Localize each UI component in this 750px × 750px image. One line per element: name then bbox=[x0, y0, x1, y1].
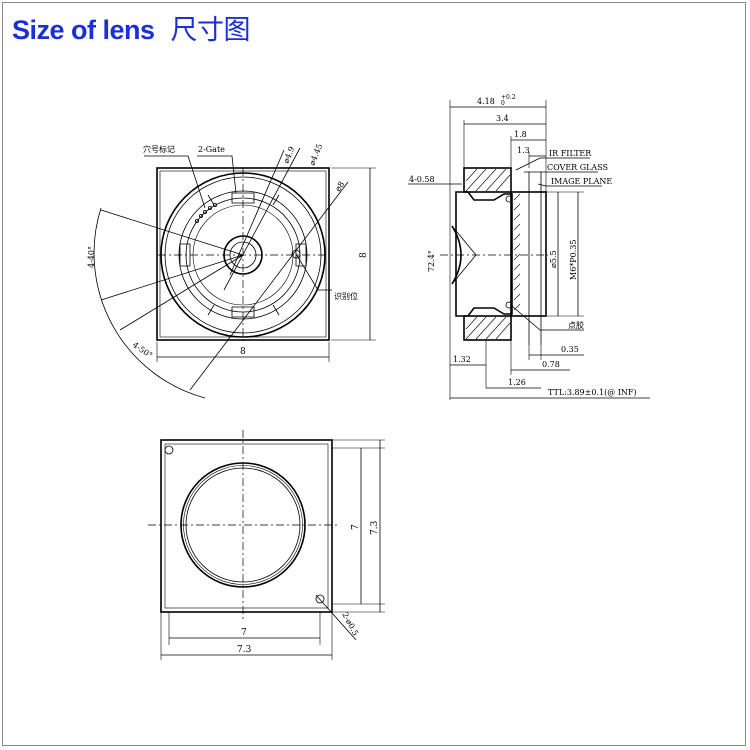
leader-dia445 bbox=[223, 147, 301, 291]
bottom-inner-square bbox=[164, 443, 329, 609]
leader-50 bbox=[119, 254, 244, 331]
label-dia55: ⌀5.5 bbox=[549, 250, 558, 268]
flange-hatch bbox=[465, 168, 511, 340]
label-dia8: ⌀8 bbox=[333, 180, 346, 193]
thread-hatch bbox=[513, 193, 521, 311]
leader-dia8 bbox=[189, 181, 349, 391]
title-chinese: 尺寸图 bbox=[170, 15, 251, 45]
gate-notch-bottom bbox=[231, 306, 255, 318]
leader-40a bbox=[100, 254, 244, 301]
label-dia445: ⌀4.45 bbox=[308, 142, 325, 166]
label-18: 1.8 bbox=[514, 130, 527, 139]
label-078: 0.78 bbox=[542, 360, 560, 369]
front-view: 穴号标记 2-Gate ⌀4.9 ⌀4.45 ⌀8 4-40° 4-50° 识别… bbox=[87, 142, 376, 399]
lens-barrel bbox=[455, 191, 513, 317]
leader-40b bbox=[100, 209, 244, 256]
label-glue: 点胶 bbox=[568, 320, 584, 330]
page-title: Size of lens 尺寸图 bbox=[12, 8, 251, 47]
label-13: 1.3 bbox=[517, 146, 530, 155]
leader-glue bbox=[511, 305, 584, 331]
leader-hole-mark bbox=[144, 155, 206, 209]
leader-dia49 bbox=[229, 149, 285, 276]
label-hole: 2-⌀0.5 bbox=[340, 611, 360, 638]
label-418-tol2: 0 bbox=[501, 100, 505, 107]
label-bottom-73w: 7.3 bbox=[237, 645, 252, 655]
label-front-width: 8 bbox=[240, 347, 246, 357]
label-cover-glass: COVER GLASS bbox=[547, 163, 608, 172]
label-058: 4-0.58 bbox=[409, 175, 435, 184]
lens-body bbox=[510, 191, 547, 317]
hole-mark-dots bbox=[194, 202, 217, 223]
label-hole-mark: 穴号标记 bbox=[143, 144, 175, 154]
gate-notch-left bbox=[179, 243, 191, 267]
leader-gate bbox=[197, 155, 237, 194]
label-34: 3.4 bbox=[496, 114, 509, 123]
label-132: 1.32 bbox=[453, 355, 471, 364]
gate-notch-right bbox=[295, 243, 307, 267]
mount-hole-bottom-right bbox=[315, 594, 325, 604]
side-view: 4.18 +0.2 0 3.4 1.8 1.3 bbox=[408, 94, 650, 400]
label-angle40: 4-40° bbox=[87, 246, 96, 268]
gate-notch-top bbox=[231, 192, 255, 204]
leader-ident bbox=[295, 253, 332, 291]
label-dia49: ⌀4.9 bbox=[282, 145, 297, 165]
label-ir-filter: IR FILTER bbox=[549, 149, 592, 158]
glue-top bbox=[505, 195, 513, 203]
label-418-tol: +0.2 bbox=[501, 94, 516, 101]
leader-image bbox=[537, 183, 602, 187]
label-bottom-7h: 7 bbox=[351, 524, 361, 530]
label-front-height: 8 bbox=[359, 252, 369, 258]
label-bottom-7w: 7 bbox=[241, 628, 247, 638]
label-bottom-73h: 7.3 bbox=[370, 520, 380, 535]
bottom-outer-square bbox=[160, 439, 333, 613]
label-035: 0.35 bbox=[561, 345, 579, 354]
glue-bottom bbox=[505, 301, 513, 309]
leader-hole bbox=[315, 594, 357, 641]
label-ident: 识别位 bbox=[334, 291, 358, 301]
label-fov: 72.4° bbox=[427, 250, 436, 272]
angle-arc bbox=[93, 207, 206, 399]
label-thread: M6*P0.35 bbox=[569, 240, 578, 280]
label-418: 4.18 bbox=[477, 97, 495, 106]
label-image-plane: IMAGE PLANE bbox=[551, 177, 612, 186]
leader-ir bbox=[515, 157, 590, 171]
bottom-view: 7 7.3 7 7.3 2-⌀0.5 bbox=[148, 430, 385, 660]
label-angle50: 4-50° bbox=[131, 340, 154, 360]
label-ttl: TTL:3.89±0.1(@ INF) bbox=[548, 388, 637, 397]
label-126: 1.26 bbox=[508, 378, 526, 387]
label-gate: 2-Gate bbox=[198, 145, 225, 154]
flange-top bbox=[463, 167, 512, 193]
mount-hole-top-left bbox=[164, 445, 174, 455]
gate-lines bbox=[207, 194, 280, 316]
flange-bottom bbox=[463, 315, 512, 341]
title-main: Size of lens bbox=[12, 15, 155, 45]
